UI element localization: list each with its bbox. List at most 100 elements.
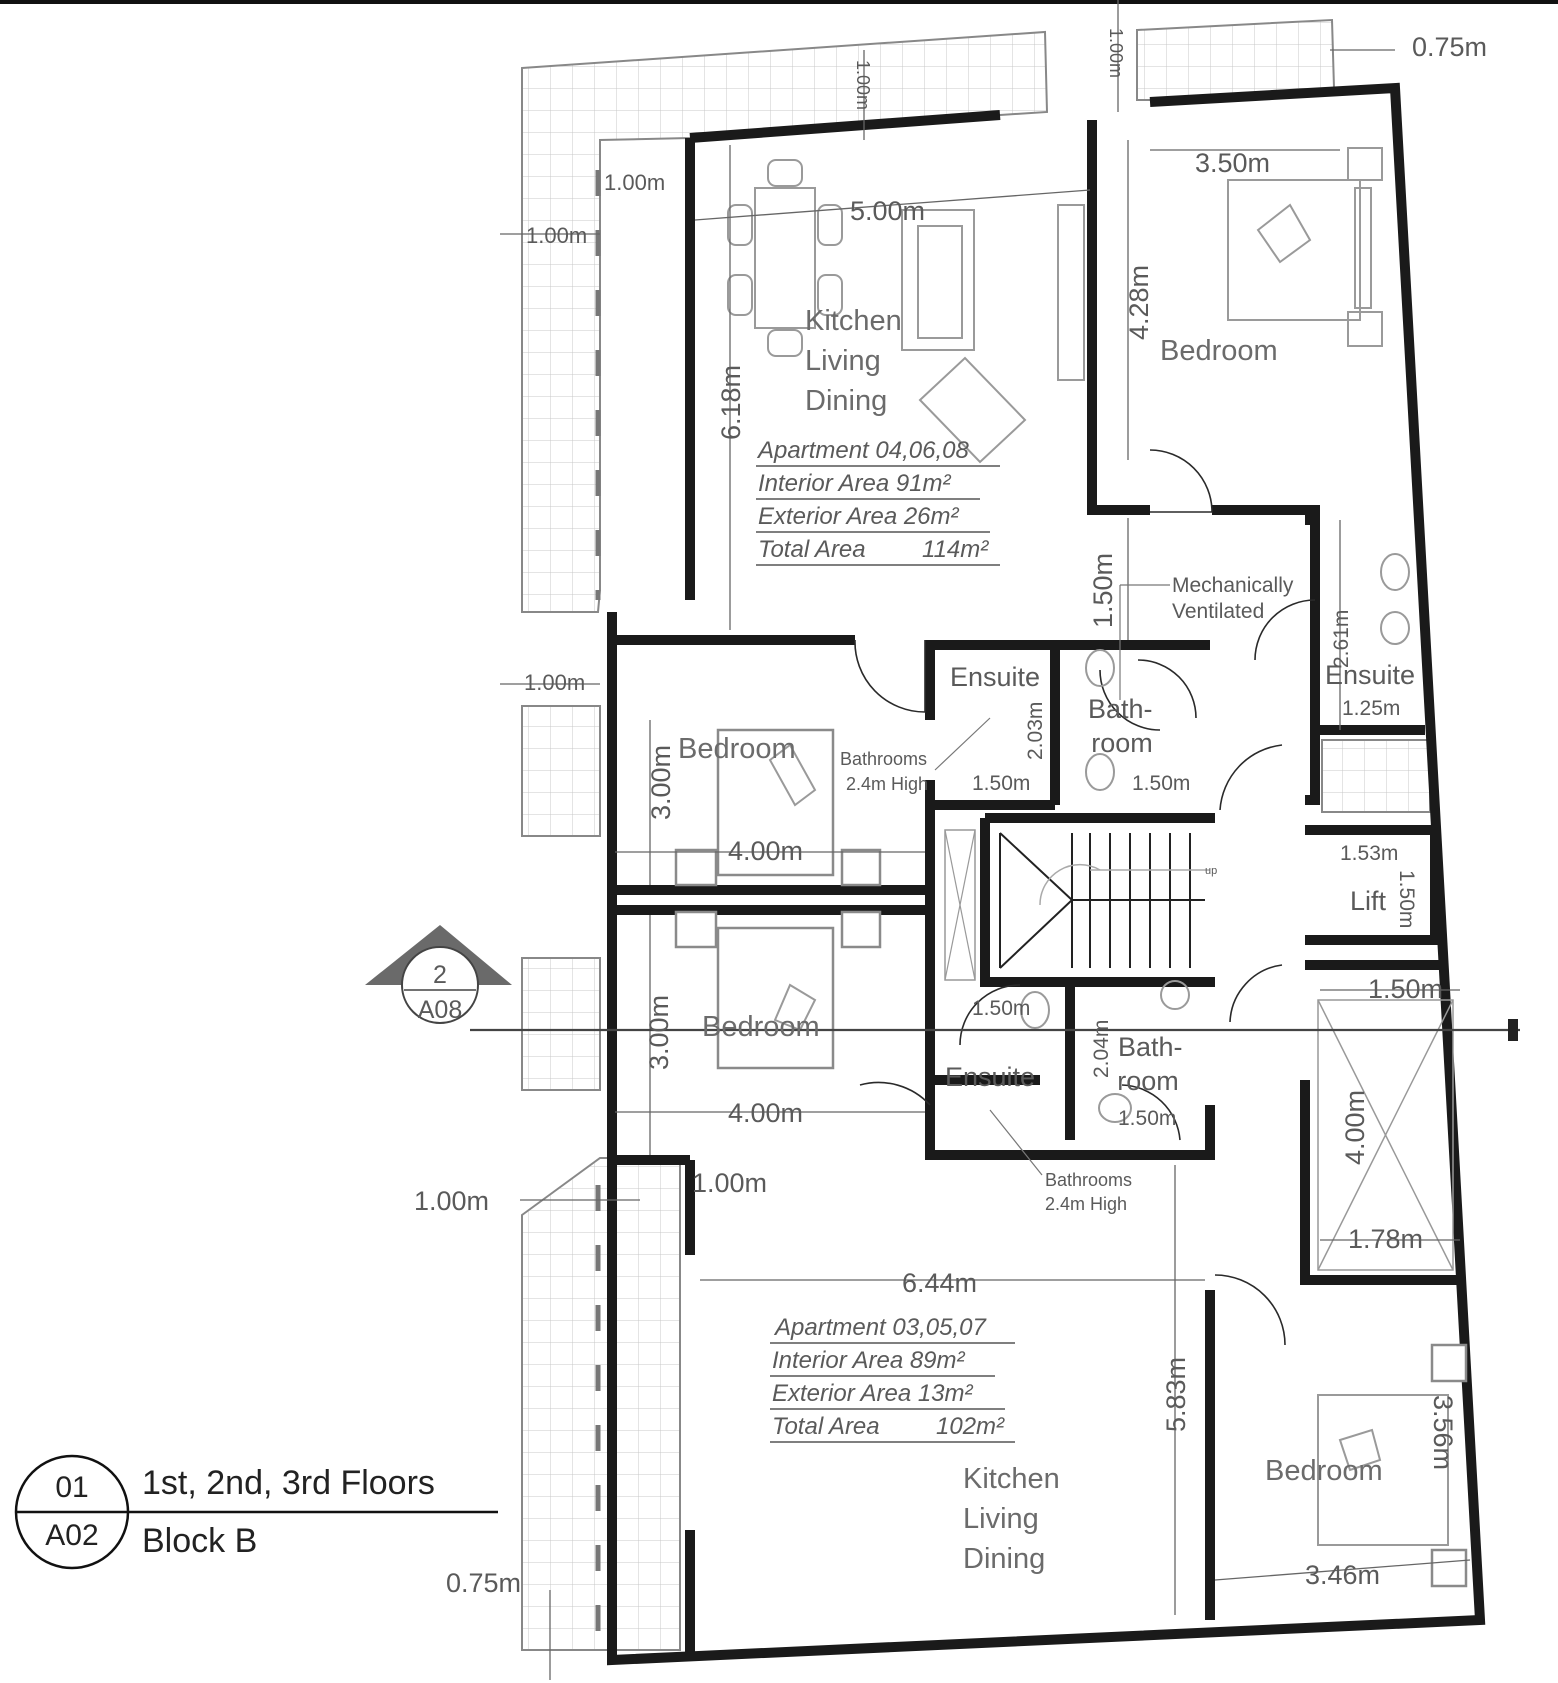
dim-150-b: 1.50m (1132, 772, 1190, 795)
apartment-info-north: Apartment 04,06,08 Interior Area 91m² Ex… (756, 437, 1000, 566)
dim-203: 2.03m (1024, 702, 1047, 760)
apt-north-exterior: Exterior Area 26m² (758, 503, 960, 530)
dim-428: 4.28m (1124, 265, 1154, 340)
apt-south-exterior: Exterior Area 13m² (772, 1380, 974, 1407)
stairs: up (999, 832, 1217, 969)
apt-north-title: Apartment 04,06,08 (756, 437, 969, 464)
dim-153: 1.53m (1340, 842, 1398, 865)
bed-north (1227, 179, 1361, 321)
stair-up-label: up (1205, 865, 1217, 877)
terraces (521, 18, 1431, 1651)
title-block-name: Block B (142, 1522, 257, 1560)
room-bedroom-south: Bedroom (1265, 1455, 1383, 1487)
apt-south-total-label: Total Area (772, 1413, 880, 1440)
dim-100-d: 1.00m (414, 1186, 489, 1216)
dim-350: 3.50m (1195, 148, 1270, 178)
title-sheet: A02 (45, 1519, 98, 1552)
dim-356: 3.56m (1428, 1395, 1458, 1470)
apt-south-interior: Interior Area 89m² (772, 1347, 966, 1374)
dim-644: 6.44m (902, 1268, 977, 1298)
bath-note-1b: 2.4m High (846, 774, 928, 794)
title-floors: 1st, 2nd, 3rd Floors (142, 1464, 435, 1502)
room-bathroom-1b: room (1091, 728, 1153, 758)
dim-261: 2.61m (1330, 610, 1353, 668)
bed-west-2 (716, 926, 835, 1070)
bed-south (1317, 1394, 1449, 1546)
dimension-lines (470, 0, 1520, 1680)
dim-150-top: 1.50m (1368, 974, 1443, 1004)
dim-500: 5.00m (850, 196, 925, 226)
furniture (674, 147, 1468, 1588)
dim-075-bot: 0.75m (446, 1568, 521, 1598)
dimension-labels: 0.75m 1.00m 1.00m 1.00m 1.00m 5.00m 3.50… (414, 28, 1487, 1598)
room-kitchen-north-2: Living (805, 345, 881, 377)
dim-204: 2.04m (1090, 1020, 1113, 1078)
room-bedroom-west-1: Bedroom (678, 733, 796, 765)
room-labels: Kitchen Living Dining Bedroom Bedroom Be… (678, 305, 1415, 1575)
dim-400-c: 4.00m (1340, 1090, 1370, 1165)
dim-150-d: 1.50m (1118, 1107, 1176, 1130)
section-end (1508, 1019, 1518, 1041)
nightstand (1347, 147, 1383, 181)
room-bedroom-north: Bedroom (1160, 335, 1278, 367)
title-block: 01 A02 1st, 2nd, 3rd Floors Block B (14, 1454, 498, 1570)
room-bathroom-2a: Bath- (1118, 1032, 1183, 1062)
dim-100-top-2: 1.00m (853, 60, 873, 110)
balcony-west-1 (521, 705, 601, 837)
room-kitchen-south-2: Living (963, 1503, 1039, 1535)
room-ensuite-2: Ensuite (1325, 660, 1415, 690)
dim-300-b: 3.00m (644, 995, 674, 1070)
dim-346: 3.46m (1305, 1560, 1380, 1590)
room-ensuite-1: Ensuite (950, 662, 1040, 692)
room-kitchen-north-3: Dining (805, 385, 887, 417)
section-marker: 2 A08 (365, 925, 512, 1024)
dim-178: 1.78m (1348, 1224, 1423, 1254)
bath-note-2a: Bathrooms (1045, 1170, 1132, 1190)
apt-north-total-label: Total Area (758, 536, 866, 563)
dim-150-a: 1.50m (972, 772, 1030, 795)
bath-note-1a: Bathrooms (840, 749, 927, 769)
room-kitchen-south-3: Dining (963, 1543, 1045, 1575)
lift-shafts (944, 829, 1454, 1271)
kitchen-counter (1057, 204, 1085, 381)
apt-north-total-value: 114m² (922, 536, 989, 563)
apt-south-title: Apartment 03,05,07 (773, 1314, 987, 1341)
terrace-north-west (521, 30, 1049, 613)
dim-100-a: 1.00m (604, 170, 665, 195)
dim-300-a: 3.00m (646, 745, 676, 820)
shaft-tiles (1321, 739, 1431, 813)
dim-100-c: 1.00m (524, 670, 585, 695)
section-sheet: A08 (418, 996, 462, 1024)
room-kitchen-south-1: Kitchen (963, 1463, 1060, 1495)
walls (607, 82, 1486, 1666)
mech-vent-2: Ventilated (1172, 600, 1264, 623)
dim-400-b: 4.00m (728, 1098, 803, 1128)
room-bathroom-2b: room (1117, 1066, 1179, 1096)
dim-100-e: 1.00m (692, 1168, 767, 1198)
terrace-south-west (521, 1157, 681, 1651)
apt-north-interior: Interior Area 91m² (758, 470, 952, 497)
dim-125: 1.25m (1342, 697, 1400, 720)
dim-150-lift: 1.50m (1395, 870, 1418, 928)
dim-075-top: 0.75m (1412, 32, 1487, 62)
apartment-info-south: Apartment 03,05,07 Interior Area 89m² Ex… (770, 1314, 1015, 1443)
apt-south-total-value: 102m² (936, 1413, 1005, 1440)
balcony-west-2 (521, 957, 601, 1091)
section-number: 2 (433, 961, 447, 989)
dim-100-top-1: 1.00m (1106, 28, 1126, 78)
bed-west-1 (716, 728, 835, 877)
room-ensuite-3: Ensuite (945, 1062, 1035, 1092)
dim-400-a: 4.00m (728, 836, 803, 866)
doors (854, 449, 1316, 1346)
dim-150-c: 1.50m (972, 997, 1030, 1020)
dim-618: 6.18m (716, 365, 746, 440)
room-kitchen-north-1: Kitchen (805, 305, 902, 337)
balcony-north-east (1136, 18, 1336, 101)
title-number: 01 (55, 1471, 88, 1504)
mech-vent-1: Mechanically (1172, 574, 1294, 597)
room-bedroom-west-2: Bedroom (702, 1011, 820, 1043)
dim-150-hall: 1.50m (1088, 553, 1118, 628)
sofa (901, 209, 975, 351)
armchair (918, 356, 1027, 464)
